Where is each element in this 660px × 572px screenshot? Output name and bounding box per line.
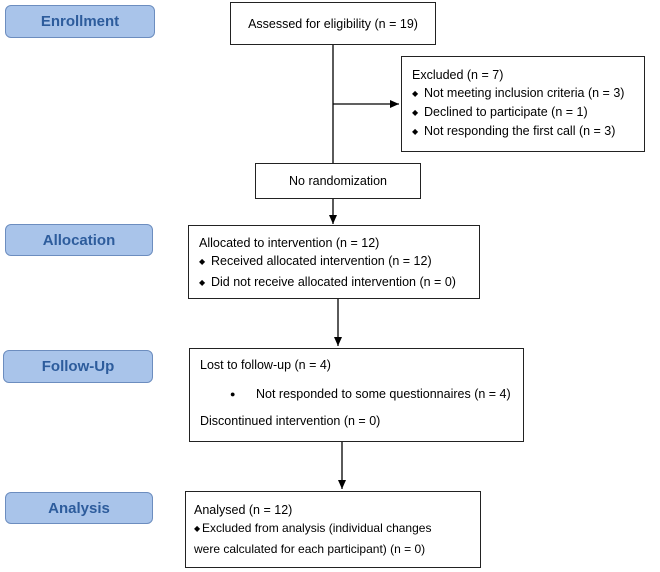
analysis-title: Analysed (n = 12) [194,503,293,517]
assessed-text: Assessed for eligibility (n = 19) [248,16,418,31]
excluded-item: ◆Not responding the first call (n = 3) [412,122,644,141]
follow-up-item: ●Not responded to some questionnaires (n… [230,387,511,401]
analysis-item-continued: were calculated for each participant) (n… [194,542,426,556]
excluded-item: ◆Declined to participate (n = 1) [412,103,644,122]
stage-label-allocation: Allocation [5,224,153,256]
allocated-item: ◆Received allocated intervention (n = 12… [199,252,479,271]
no-randomization-box: No randomization [255,163,421,199]
stage-label-follow-up: Follow-Up [3,350,153,383]
analysis-item: ◆Excluded from analysis (individual chan… [194,519,480,538]
stage-label-enrollment: Enrollment [5,5,155,38]
allocated-title: Allocated to intervention (n = 12) [199,236,380,250]
bullet-icon: ● [230,389,236,399]
excluded-box: Excluded (n = 7) ◆Not meeting inclusion … [401,56,645,152]
no-randomization-text: No randomization [289,174,387,188]
follow-up-box: Lost to follow-up (n = 4) ●Not responded… [189,348,524,442]
analysis-box: Analysed (n = 12) ◆Excluded from analysi… [185,491,481,568]
bullet-icon: ◆ [412,108,419,117]
bullet-icon: ◆ [199,257,206,266]
stage-label-analysis: Analysis [5,492,153,524]
bullet-icon: ◆ [199,278,206,287]
excluded-title: Excluded (n = 7) [412,68,504,82]
lost-to-follow-up: Lost to follow-up (n = 4) [200,358,331,372]
assessed-box: Assessed for eligibility (n = 19) [230,2,436,45]
bullet-icon: ◆ [412,89,419,98]
bullet-icon: ◆ [412,127,419,136]
bullet-icon: ◆ [194,524,201,533]
allocated-box: Allocated to intervention (n = 12) ◆Rece… [188,225,480,299]
allocated-item: ◆Did not receive allocated intervention … [199,273,479,292]
excluded-item: ◆Not meeting inclusion criteria (n = 3) [412,84,644,103]
discontinued-intervention: Discontinued intervention (n = 0) [200,414,381,428]
